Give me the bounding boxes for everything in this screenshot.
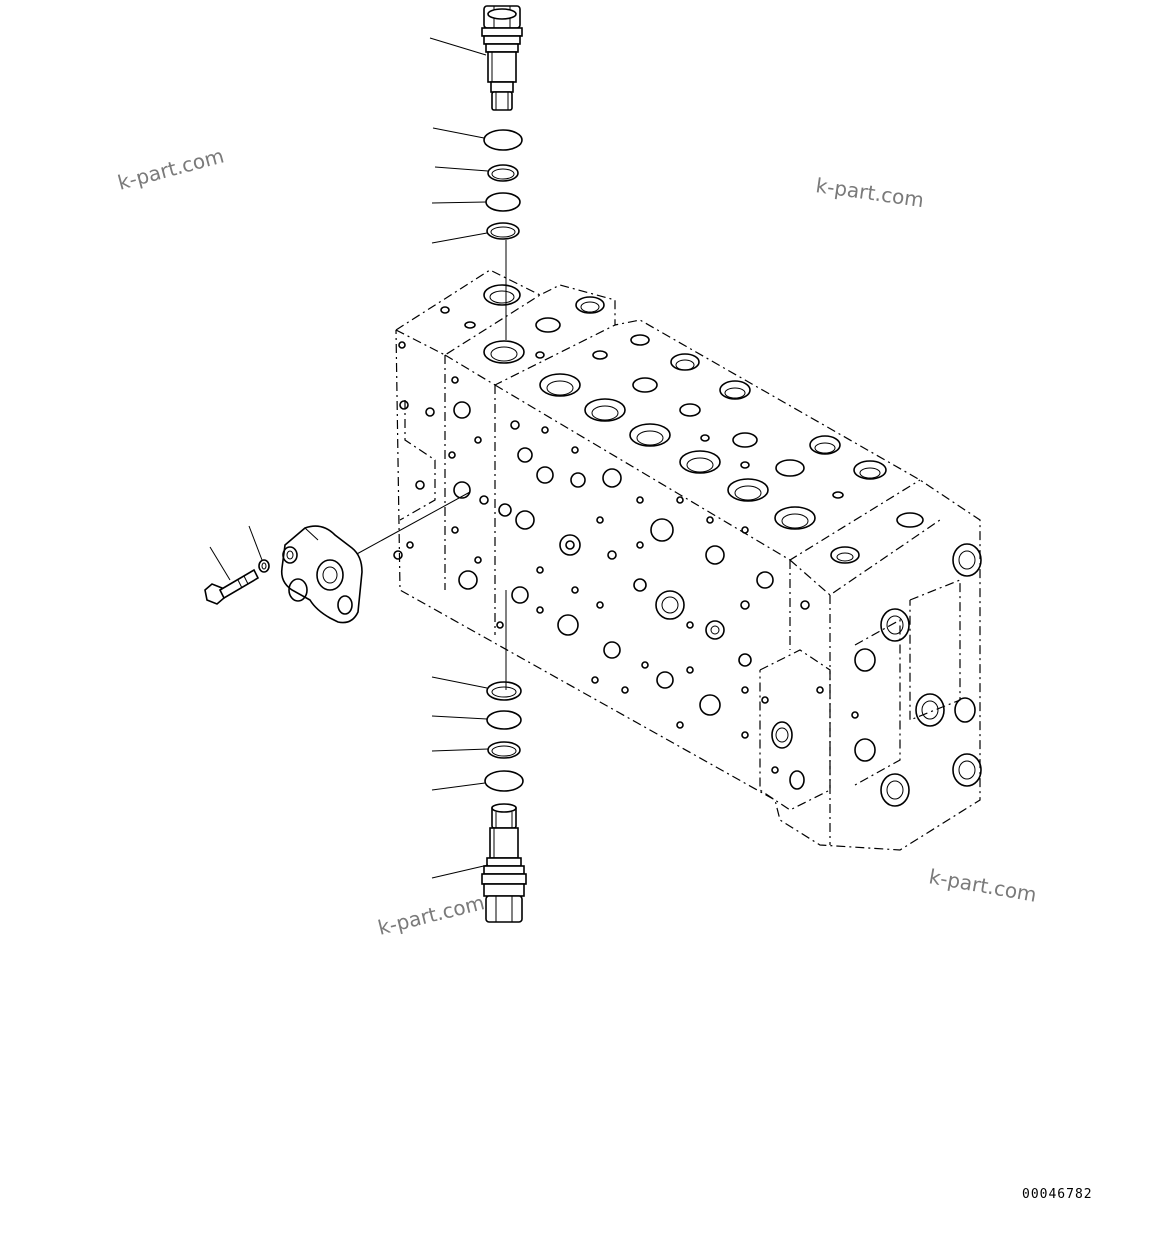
washer-icon	[258, 559, 270, 573]
valve-body	[393, 269, 982, 851]
cover-plate-icon	[280, 525, 363, 624]
backup-ring-top-1-icon	[487, 164, 519, 182]
leader-lines	[209, 37, 489, 879]
watermark-2: k-part.com	[814, 173, 925, 212]
drawing-code: 00046782	[1022, 1187, 1093, 1202]
backup-ring-top-2-icon	[486, 222, 520, 240]
o-ring-bottom-1-icon	[486, 681, 522, 701]
o-ring-bottom-2-icon	[487, 741, 521, 759]
watermark-1: k-part.com	[115, 143, 226, 194]
bolt-icon	[204, 568, 260, 605]
watermark-4: k-part.com	[375, 890, 486, 940]
o-ring-top-1-icon	[483, 129, 523, 151]
backup-ring-bottom-2-icon	[484, 770, 524, 792]
relief-valve-bottom-icon	[481, 803, 527, 923]
cover-axis-line	[354, 491, 471, 556]
watermark-3: k-part.com	[927, 864, 1038, 907]
backup-ring-bottom-1-icon	[486, 710, 522, 730]
relief-valve-top-icon	[481, 5, 523, 111]
o-ring-top-2-icon	[485, 192, 521, 212]
